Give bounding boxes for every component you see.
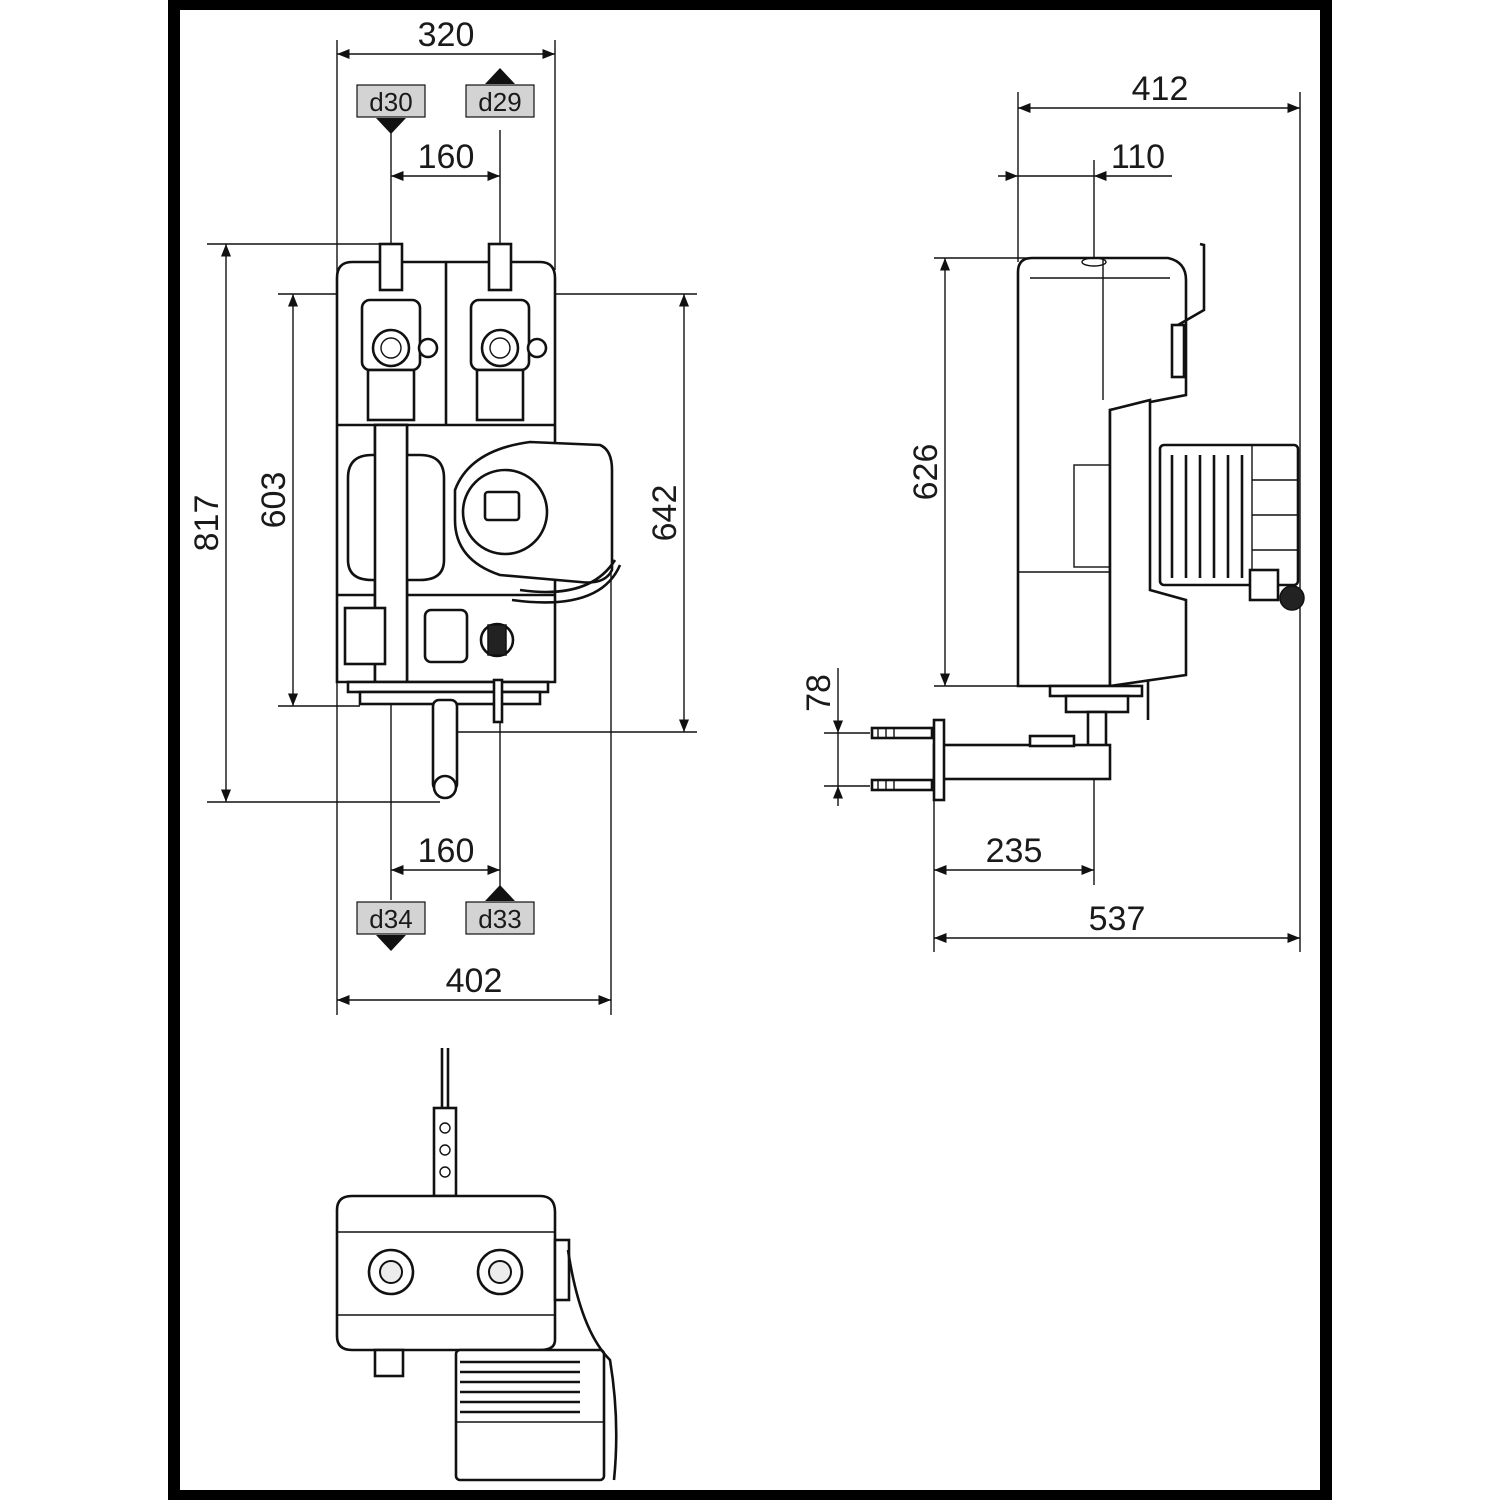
dim-height-right: 642: [646, 485, 684, 542]
dim-width-top: 320: [418, 16, 475, 54]
top-housing: [335, 1194, 557, 1352]
side-view: 412 110 626 78 235 537: [800, 70, 1305, 952]
dim-spacing-top: 160: [418, 138, 475, 176]
svg-text:d29: d29: [478, 87, 521, 117]
dim-depth-total: 412: [1132, 70, 1189, 108]
dim-depth-overall: 537: [1089, 900, 1146, 938]
side-housing: [1016, 256, 1188, 688]
dim-width-bottom: 402: [446, 962, 503, 1000]
dim-bracket: 78: [800, 674, 838, 712]
top-view: [335, 1048, 618, 1482]
dim-height-total: 817: [188, 495, 226, 552]
tag-d29: d29: [465, 68, 535, 118]
dim-spacing-bottom: 160: [418, 832, 475, 870]
tag-d33: d33: [465, 885, 535, 935]
svg-text:d30: d30: [369, 87, 412, 117]
svg-text:d33: d33: [478, 904, 521, 934]
svg-text:d34: d34: [369, 904, 412, 934]
tag-d34: d34: [356, 901, 426, 951]
tag-d30: d30: [356, 84, 426, 134]
dim-height-inner: 603: [255, 472, 293, 529]
dim-bracket-depth: 235: [986, 832, 1043, 870]
front-view: d30 d29 d34 d33 320 160 817 603 642 160 …: [188, 16, 697, 1015]
top-pump-motor: [454, 1348, 606, 1482]
dim-side-height: 626: [907, 444, 945, 501]
dim-offset-top: 110: [1111, 138, 1165, 176]
